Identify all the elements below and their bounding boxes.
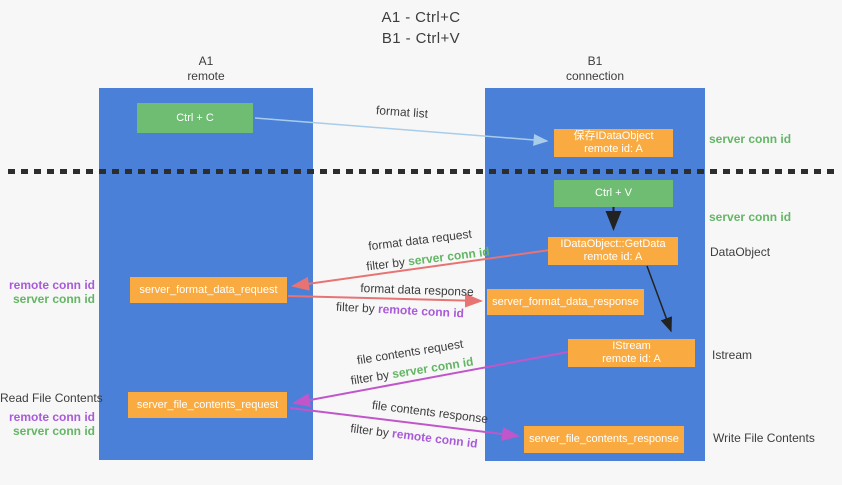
right-label-server-conn-id-mid: server conn id xyxy=(709,210,792,224)
node-server-format-data-response-label: server_format_data_response xyxy=(492,295,639,308)
server-conn-id-text: server conn id xyxy=(407,244,491,269)
node-ctrl-c-label: Ctrl + C xyxy=(176,111,214,124)
right-label-dataobject: DataObject xyxy=(710,245,771,259)
node-idataobject-getdata: IDataObject::GetData remote id: A xyxy=(548,237,678,265)
node-server-format-data-request-label: server_format_data_request xyxy=(139,283,278,296)
left-label-server-conn-id-top: server conn id xyxy=(12,292,95,306)
lane-header-b1: B1 connection xyxy=(485,54,705,84)
node-ctrl-v: Ctrl + V xyxy=(554,180,673,207)
edge-label-file-contents-response: file contents response xyxy=(371,397,489,427)
node-istream-line1: IStream xyxy=(612,340,651,352)
left-label-server-conn-id-bottom: server conn id xyxy=(12,424,95,438)
filter-by-text: filter by xyxy=(349,421,390,440)
lane-b1-title: B1 xyxy=(587,54,603,68)
edge-label-format-data-response: format data response xyxy=(360,281,474,299)
remote-conn-id-text: remote conn id xyxy=(377,301,465,321)
node-save-idataobject-line2: remote id: A xyxy=(584,143,643,155)
node-getdata-line1: IDataObject::GetData xyxy=(560,238,666,250)
node-save-idataobject-line1: 保存IDataObject xyxy=(573,130,654,142)
node-istream: IStream remote id: A xyxy=(568,339,695,367)
node-server-format-data-response: server_format_data_response xyxy=(487,289,644,315)
left-label-read-file-contents: Read File Contents xyxy=(0,391,103,405)
filter-by-text: filter by xyxy=(335,299,376,316)
lane-b1-subtitle: connection xyxy=(565,69,625,83)
diagram-title-line2: B1 - Ctrl+V xyxy=(381,30,461,47)
diagram-title-line1: A1 - Ctrl+C xyxy=(381,9,461,26)
session-separator-line xyxy=(8,169,836,174)
left-label-remote-conn-id-bottom: remote conn id xyxy=(8,410,95,424)
edge-label-format-list: format list xyxy=(375,103,429,121)
edge-label-filter-by-remote-conn-id-2: filter by remote conn id xyxy=(350,421,479,451)
remote-conn-id-text: remote conn id xyxy=(391,426,479,451)
lane-a1-title: A1 xyxy=(198,54,214,68)
filter-by-text: filter by xyxy=(365,254,406,274)
node-server-format-data-request: server_format_data_request xyxy=(130,277,287,303)
right-label-istream: Istream xyxy=(712,348,753,362)
left-label-remote-conn-id-top: remote conn id xyxy=(8,278,95,292)
node-getdata-line2: remote id: A xyxy=(583,251,643,263)
node-ctrl-c: Ctrl + C xyxy=(137,103,253,133)
node-server-file-contents-response-label: server_file_contents_response xyxy=(529,433,679,445)
node-server-file-contents-request: server_file_contents_request xyxy=(128,392,287,418)
node-ctrl-v-label: Ctrl + V xyxy=(595,187,632,199)
node-istream-line2: remote id: A xyxy=(602,353,661,365)
filter-by-text: filter by xyxy=(349,367,391,388)
edge-label-filter-by-remote-conn-id-1: filter by remote conn id xyxy=(336,300,465,321)
node-save-idataobject: 保存IDataObject remote id: A xyxy=(554,129,673,157)
lane-header-a1: A1 remote xyxy=(99,54,313,84)
node-server-file-contents-request-label: server_file_contents_request xyxy=(136,398,279,411)
node-server-file-contents-response: server_file_contents_response xyxy=(524,426,684,453)
lane-a1-subtitle: remote xyxy=(187,69,225,83)
right-label-server-conn-id-top: server conn id xyxy=(709,132,792,146)
right-label-write-file-contents: Write File Contents xyxy=(713,431,815,445)
